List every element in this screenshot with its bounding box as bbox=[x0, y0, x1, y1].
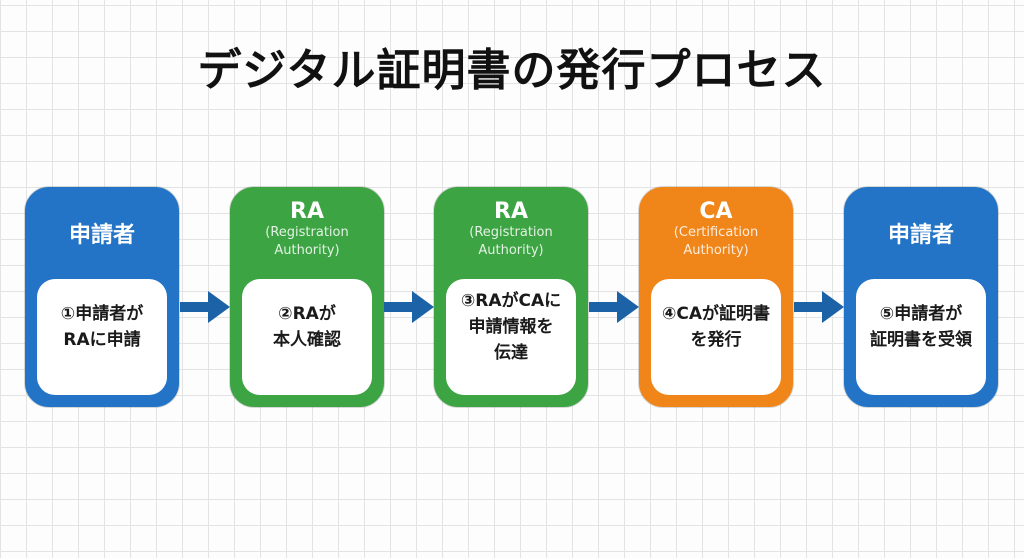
right-arrow-icon bbox=[589, 291, 639, 323]
step-body: ⑤申請者が 証明書を受領 bbox=[856, 279, 986, 395]
step-ra-identity-check: RA (Registration Authority) ②RAが 本人確認 bbox=[230, 187, 384, 407]
right-arrow-icon bbox=[180, 291, 230, 323]
step-text: ③RAがCAに 申請情報を 伝達 bbox=[460, 291, 562, 363]
step-body: ③RAがCAに 申請情報を 伝達 bbox=[446, 279, 576, 395]
step-body: ②RAが 本人確認 bbox=[242, 279, 372, 395]
step-header-main: 申請者 bbox=[887, 223, 954, 248]
step-text: ②RAが 本人確認 bbox=[273, 304, 341, 350]
diagram-title: デジタル証明書の発行プロセス bbox=[197, 45, 827, 96]
step-header: CA (Certification Authority) bbox=[641, 199, 791, 260]
step-body: ①申請者が RAに申請 bbox=[37, 279, 167, 395]
step-header-main: CA bbox=[699, 199, 733, 224]
step-text: ①申請者が RAに申請 bbox=[60, 304, 144, 350]
step-ra-forward-to-ca: RA (Registration Authority) ③RAがCAに 申請情報… bbox=[434, 187, 588, 407]
step-header-subtitle: (Registration Authority) bbox=[265, 225, 349, 258]
step-header-main: RA bbox=[290, 199, 324, 224]
step-ca-issue-certificate: CA (Certification Authority) ④CAが証明書 を発行 bbox=[639, 187, 793, 407]
right-arrow-icon bbox=[384, 291, 434, 323]
step-applicant-request: 申請者 ①申請者が RAに申請 bbox=[25, 187, 179, 407]
step-header-subtitle: (Certification Authority) bbox=[673, 225, 759, 258]
step-text: ⑤申請者が 証明書を受領 bbox=[870, 304, 972, 350]
step-header: RA (Registration Authority) bbox=[436, 199, 586, 260]
step-header-main: RA bbox=[494, 199, 528, 224]
step-text: ④CAが証明書 を発行 bbox=[661, 304, 771, 350]
step-header-main: 申請者 bbox=[68, 223, 135, 248]
step-header: 申請者 bbox=[846, 217, 996, 249]
step-body: ④CAが証明書 を発行 bbox=[651, 279, 781, 395]
step-header: 申請者 bbox=[27, 217, 177, 249]
right-arrow-icon bbox=[794, 291, 844, 323]
step-header: RA (Registration Authority) bbox=[232, 199, 382, 260]
step-applicant-receive: 申請者 ⑤申請者が 証明書を受領 bbox=[844, 187, 998, 407]
step-header-subtitle: (Registration Authority) bbox=[469, 225, 553, 258]
